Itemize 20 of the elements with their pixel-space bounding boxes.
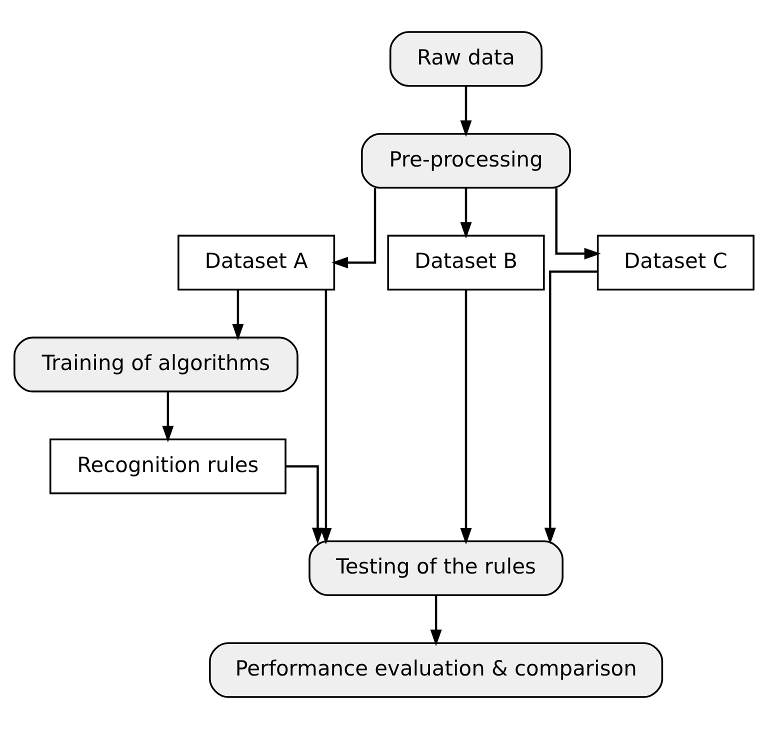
arrow xyxy=(460,290,472,545)
node-box: Dataset C xyxy=(596,234,754,290)
arrow xyxy=(555,188,601,260)
node-box: Pre-processing xyxy=(361,132,571,189)
arrow xyxy=(460,86,472,137)
node-box: Dataset B xyxy=(387,234,545,290)
node-box: Performance evaluation & comparison xyxy=(208,642,664,698)
arrow xyxy=(162,392,174,442)
arrow xyxy=(430,596,442,646)
arrow xyxy=(320,290,332,545)
node-box: Raw data xyxy=(389,31,543,87)
arrow xyxy=(460,188,472,239)
node-box: Testing of the rules xyxy=(308,540,564,596)
arrow xyxy=(544,270,598,544)
arrow xyxy=(331,188,376,268)
node-box: Dataset A xyxy=(178,234,336,290)
node-box: Recognition rules xyxy=(49,438,286,494)
arrow xyxy=(232,290,244,341)
arrow xyxy=(286,465,324,544)
node-box: Training of algorithms xyxy=(14,336,298,392)
